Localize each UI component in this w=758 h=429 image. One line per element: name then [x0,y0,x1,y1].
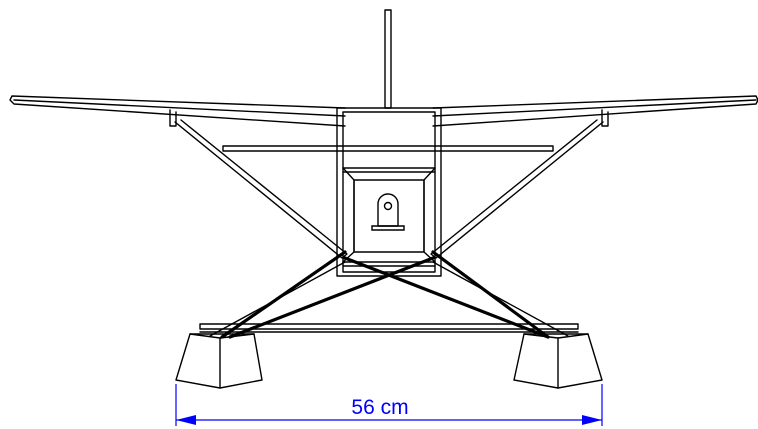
fuselage [336,107,442,277]
engine-cylinder [371,193,405,231]
float-struts [209,250,569,339]
right-float [513,333,603,389]
tail-fin [384,9,392,109]
wing-struts [174,119,604,259]
dimension-arrow-left [176,415,196,425]
horizontal-stabilizer [222,145,554,152]
right-wing [432,95,758,127]
dimension-arrow-right [582,415,602,425]
float-spreader-bars [199,323,579,333]
left-wing [9,95,346,127]
left-float [175,333,263,389]
width-dimension-line [175,384,603,426]
dimension-label: 56 cm [351,396,409,419]
